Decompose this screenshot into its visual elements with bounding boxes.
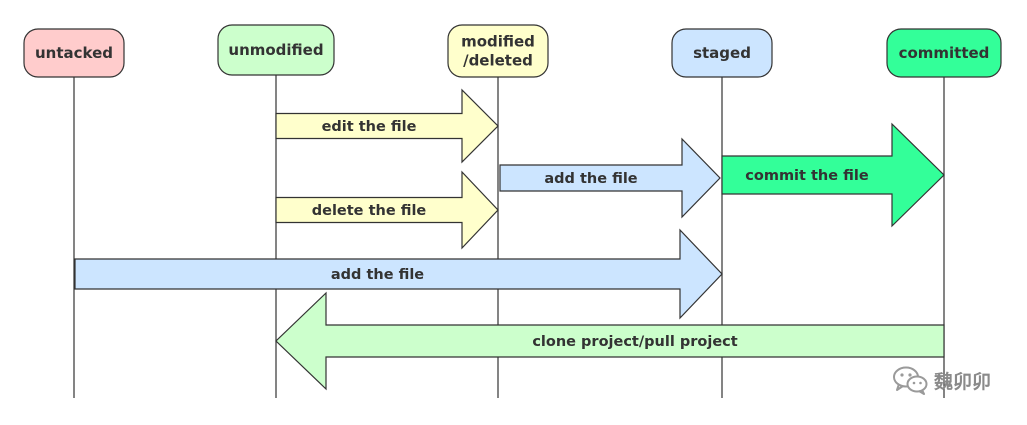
state-box-committed [886, 28, 1002, 78]
transition-arrow-2 [721, 122, 945, 228]
transition-2: commit the file [721, 122, 945, 228]
transition-arrow-3 [275, 170, 499, 250]
transition-arrow-5 [275, 291, 945, 391]
transition-arrow-0 [275, 88, 499, 164]
transition-4: add the file [74, 228, 723, 320]
state-box-modified [447, 24, 549, 78]
transition-label-4: add the file [331, 267, 424, 283]
transition-1: add the file [499, 137, 721, 219]
transition-0: edit the file [275, 88, 499, 164]
state-box-unmodified [217, 24, 335, 76]
transition-label-5: clone project/pull project [532, 334, 737, 350]
state-label-untracked: untacked [35, 44, 113, 62]
state-untracked: untacked [23, 28, 125, 78]
state-label-modified: modified/deleted [461, 33, 535, 70]
transition-arrow-1 [499, 137, 721, 219]
wechat-icon [892, 366, 928, 395]
transition-label-1: add the file [544, 171, 637, 187]
transition-label-2: commit the file [745, 168, 869, 184]
state-box-staged [671, 28, 773, 78]
state-boxes: untacked unmodified modified/deleted staged… [23, 24, 1002, 78]
state-label-staged: staged [693, 44, 751, 62]
state-modified: modified/deleted [447, 24, 549, 78]
state-label-unmodified: unmodified [228, 41, 323, 59]
transition-5: clone project/pull project [275, 291, 945, 391]
watermark: 魏卯卯 [892, 365, 991, 395]
state-unmodified: unmodified [217, 24, 335, 76]
transition-3: delete the file [275, 170, 499, 250]
watermark-text: 魏卯卯 [933, 370, 991, 393]
state-label-committed: committed [899, 44, 990, 62]
transition-label-3: delete the file [312, 203, 427, 219]
state-box-untracked [23, 28, 125, 78]
state-staged: staged [671, 28, 773, 78]
state-committed: committed [886, 28, 1002, 78]
transition-arrows: edit the file add the file commit the file… [74, 88, 945, 391]
transition-arrow-4 [74, 228, 723, 320]
transition-label-0: edit the file [322, 119, 417, 135]
